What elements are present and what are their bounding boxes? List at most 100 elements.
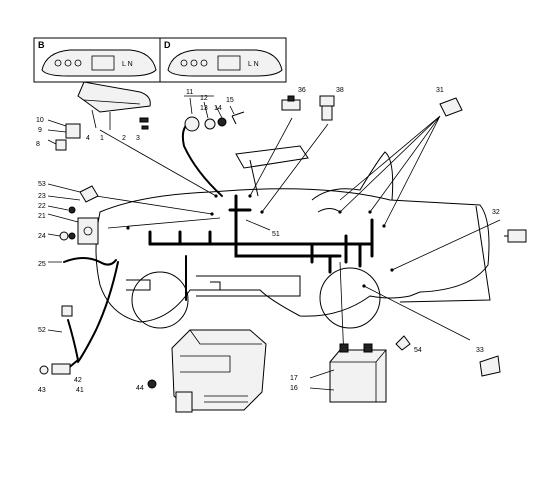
steering-column <box>249 159 259 197</box>
callout-12: 12 <box>200 95 208 102</box>
callout-3: 3 <box>136 135 140 142</box>
part-10-switch <box>47 119 81 151</box>
panel-b-lamp-1 <box>54 59 62 67</box>
switch-33-body <box>479 355 501 377</box>
panel-d-lamp-1 <box>180 59 188 67</box>
panel-d-lamp-3 <box>200 59 208 67</box>
callout-38: 38 <box>336 87 344 94</box>
part-38-switch <box>319 95 335 121</box>
switch-leaders <box>47 119 67 145</box>
part-36-switch <box>281 95 301 111</box>
battery-edges <box>330 349 387 402</box>
part-2-3-fasteners <box>139 117 149 130</box>
frame-rail <box>196 275 301 297</box>
panel-b-display <box>91 55 115 71</box>
harness-rear-drops <box>310 218 374 274</box>
panel-b-lamp-3 <box>74 59 82 67</box>
callout-11: 11 <box>186 89 193 96</box>
connector-32-body <box>507 229 527 243</box>
front-wheel <box>131 271 189 329</box>
callout-21: 21 <box>38 213 46 220</box>
engine <box>147 329 267 413</box>
wiring-harness <box>148 121 374 301</box>
part-42-plug <box>51 363 71 375</box>
callout-16: 16 <box>290 385 298 392</box>
callout-32: 32 <box>492 209 500 216</box>
engine-fins <box>204 395 248 403</box>
part-43-bulb <box>39 365 49 375</box>
dashboard-panel-b <box>41 49 157 77</box>
lower-left-parts <box>39 261 119 375</box>
dashboard-detail-box: B D L N L N <box>33 37 287 83</box>
left-parts <box>47 183 117 266</box>
part-21-solenoid <box>77 217 99 245</box>
part-53-bulb <box>79 185 99 203</box>
panel-d-display <box>217 55 241 71</box>
dot <box>260 210 264 214</box>
callout-9: 9 <box>38 127 42 134</box>
part-22-nut <box>68 206 76 214</box>
part-33-switch <box>479 355 501 377</box>
leaders-right <box>363 219 501 341</box>
dot <box>126 226 130 230</box>
battery-leaders <box>309 369 335 391</box>
harness-front-drops <box>148 230 212 246</box>
harness-center-run <box>234 194 342 258</box>
part-41-cable <box>77 261 119 363</box>
switch-38-body <box>321 105 333 121</box>
seat-outline <box>311 151 394 201</box>
dashboard-edge <box>83 99 141 105</box>
rear-fender <box>399 205 491 303</box>
rear-wheel <box>319 267 381 329</box>
ignition-key <box>231 111 245 125</box>
switch-8-body <box>55 139 67 151</box>
leaders-left <box>95 129 221 229</box>
callout-25: 25 <box>38 261 46 268</box>
ignition-body <box>184 116 200 132</box>
dot <box>214 194 218 198</box>
ignition-washer <box>217 117 227 127</box>
panel-b-label: B <box>38 40 45 50</box>
callout-51: 51 <box>272 231 280 238</box>
dot <box>382 224 386 228</box>
callout-labels: 1 2 3 4 8 9 10 11 12 13 14 15 16 17 21 2… <box>36 87 500 394</box>
fastener-3 <box>141 125 149 130</box>
panel-d-lamp-2 <box>190 59 198 67</box>
callout-43: 43 <box>38 387 46 394</box>
leader-52 <box>47 329 63 333</box>
ignition-switch-group <box>184 95 245 132</box>
callout-24: 24 <box>38 233 46 240</box>
panel-d-label: D <box>164 40 171 50</box>
steering-wheel <box>235 145 309 169</box>
part-44-nut <box>147 379 157 389</box>
callout-8: 8 <box>36 141 40 148</box>
battery-terminal-pos <box>363 343 373 353</box>
leader-lines <box>95 115 501 361</box>
callout-41: 41 <box>76 387 84 394</box>
callout-10: 10 <box>36 117 44 124</box>
part-24-washer <box>59 231 69 241</box>
part-31-switch <box>439 97 463 117</box>
connection-dots <box>126 194 394 288</box>
engine-top-edge <box>189 329 262 345</box>
solenoid-terminal <box>83 226 93 236</box>
switch-31-body <box>439 97 463 117</box>
panel-b-switch-mark: L N <box>122 61 133 68</box>
ignition-lead <box>181 121 223 197</box>
callout-36: 36 <box>298 87 306 94</box>
battery <box>309 335 411 403</box>
callout-44: 44 <box>136 385 144 392</box>
fastener-2 <box>139 117 149 123</box>
callout-1: 1 <box>100 135 104 142</box>
callout-14: 14 <box>214 105 222 112</box>
callout-22: 22 <box>38 203 46 210</box>
callout-15: 15 <box>226 97 234 104</box>
part-32-connector <box>504 229 527 243</box>
part-24-nut <box>68 232 76 240</box>
ignition-leaders <box>184 95 235 119</box>
switch-10-body <box>65 123 81 139</box>
dot <box>368 210 372 214</box>
callout-54: 54 <box>414 347 422 354</box>
